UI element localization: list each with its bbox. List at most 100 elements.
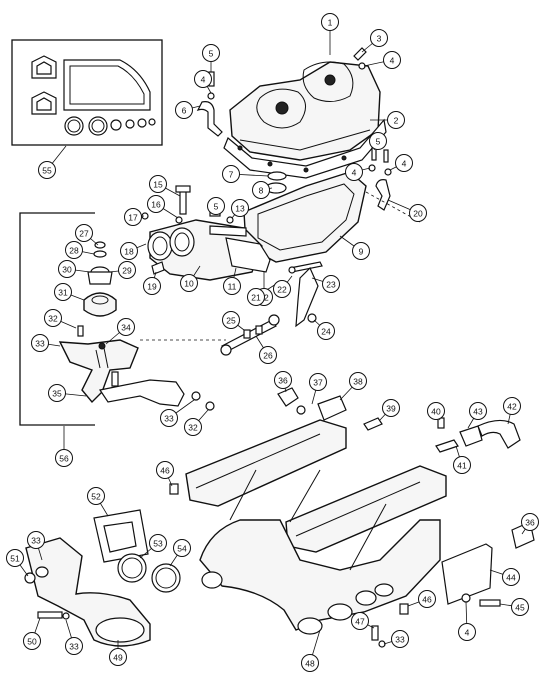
callout-c4e: 4 (458, 623, 476, 641)
inlet-assembly (147, 219, 271, 281)
callout-bubble (27, 531, 45, 549)
callout-number: 36 (278, 376, 288, 386)
callout-c34: 34 (117, 318, 135, 336)
callout-bubble (274, 371, 292, 389)
callout-c15: 15 (149, 175, 167, 193)
callout-c5a: 5 (202, 44, 220, 62)
callout-number: 22 (277, 285, 287, 295)
callout-c55: 55 (38, 161, 56, 179)
callout-bubble (418, 590, 436, 608)
callout-number: 42 (507, 402, 517, 412)
callout-c5b: 5 (369, 132, 387, 150)
callout-c32b: 32 (184, 418, 202, 436)
callout-number: 4 (201, 75, 206, 85)
callout-c33d: 33 (65, 637, 83, 655)
callout-c46b: 46 (418, 590, 436, 608)
callout-number: 24 (321, 327, 331, 337)
callout-c51: 51 (6, 549, 24, 567)
callout-bubble (252, 181, 270, 199)
callout-group: 1234444455567891011121315161718192021222… (6, 13, 539, 672)
callout-c3: 3 (370, 29, 388, 47)
callout-c56: 56 (55, 449, 73, 467)
callout-number: 54 (177, 544, 187, 554)
callout-number: 17 (128, 213, 138, 223)
callout-c36a: 36 (274, 371, 292, 389)
callout-c26: 26 (259, 346, 277, 364)
callout-bubble (383, 51, 401, 69)
callout-c8: 8 (252, 181, 270, 199)
callout-number: 8 (259, 186, 264, 196)
callout-number: 34 (121, 323, 131, 333)
callout-bubble (391, 630, 409, 648)
callout-number: 45 (515, 603, 525, 613)
outlet-elbow (24, 509, 181, 647)
callout-c32a: 32 (44, 309, 62, 327)
callout-number: 19 (147, 282, 157, 292)
callout-c49: 49 (109, 648, 127, 666)
bracket-items (58, 241, 215, 411)
callout-number: 35 (52, 389, 62, 399)
callout-c47: 47 (351, 612, 369, 630)
callout-bubble (75, 224, 93, 242)
callout-bubble (109, 648, 127, 666)
callout-c37: 37 (309, 373, 327, 391)
callout-bubble (231, 199, 249, 217)
callout-bubble (194, 70, 212, 88)
callout-bubble (453, 456, 471, 474)
callout-c20: 20 (409, 204, 427, 222)
callout-c25: 25 (222, 311, 240, 329)
callout-bubble (387, 111, 405, 129)
callout-number: 13 (235, 204, 245, 214)
callout-bubble (207, 197, 225, 215)
bracket-right (441, 521, 535, 607)
callout-c45: 45 (511, 598, 529, 616)
callout-bubble (395, 154, 413, 172)
callout-c35: 35 (48, 384, 66, 402)
callout-number: 4 (352, 168, 357, 178)
callout-bubble (44, 309, 62, 327)
callout-c21: 21 (247, 288, 265, 306)
callout-bubble (309, 373, 327, 391)
callout-bubble (23, 632, 41, 650)
callout-c40: 40 (427, 402, 445, 420)
callout-bubble (247, 288, 265, 306)
callout-c41: 41 (453, 456, 471, 474)
callout-number: 33 (69, 642, 79, 652)
callout-bubble (175, 101, 193, 119)
callout-bubble (502, 568, 520, 586)
callout-bubble (117, 318, 135, 336)
bracket-assembly-box (19, 212, 95, 426)
callout-bubble (223, 277, 241, 295)
callout-c16: 16 (147, 195, 165, 213)
callout-number: 5 (376, 137, 381, 147)
callout-number: 38 (353, 377, 363, 387)
callout-bubble (120, 242, 138, 260)
callout-c22: 22 (273, 280, 291, 298)
callout-bubble (143, 277, 161, 295)
callout-c30: 30 (58, 260, 76, 278)
callout-bubble (222, 311, 240, 329)
callout-number: 25 (226, 316, 236, 326)
callout-bubble (173, 539, 191, 557)
callout-bubble (58, 260, 76, 278)
callout-c6: 6 (175, 101, 193, 119)
cover-housing (223, 61, 387, 179)
callout-number: 33 (35, 339, 45, 349)
callout-c18: 18 (120, 242, 138, 260)
callout-number: 30 (62, 265, 72, 275)
callout-bubble (349, 372, 367, 390)
callout-c54: 54 (173, 539, 191, 557)
callout-bubble (351, 612, 369, 630)
callout-c53: 53 (149, 534, 167, 552)
callout-number: 11 (228, 282, 237, 292)
callout-c31: 31 (54, 283, 72, 301)
callout-bubble (222, 165, 240, 183)
callout-bubble (55, 449, 73, 467)
callout-c11: 11 (223, 277, 241, 295)
callout-number: 47 (355, 617, 365, 627)
callout-number: 27 (79, 229, 89, 239)
callout-c17: 17 (124, 208, 142, 226)
callout-bubble (87, 487, 105, 505)
callout-bubble (317, 322, 335, 340)
callout-number: 7 (229, 170, 234, 180)
